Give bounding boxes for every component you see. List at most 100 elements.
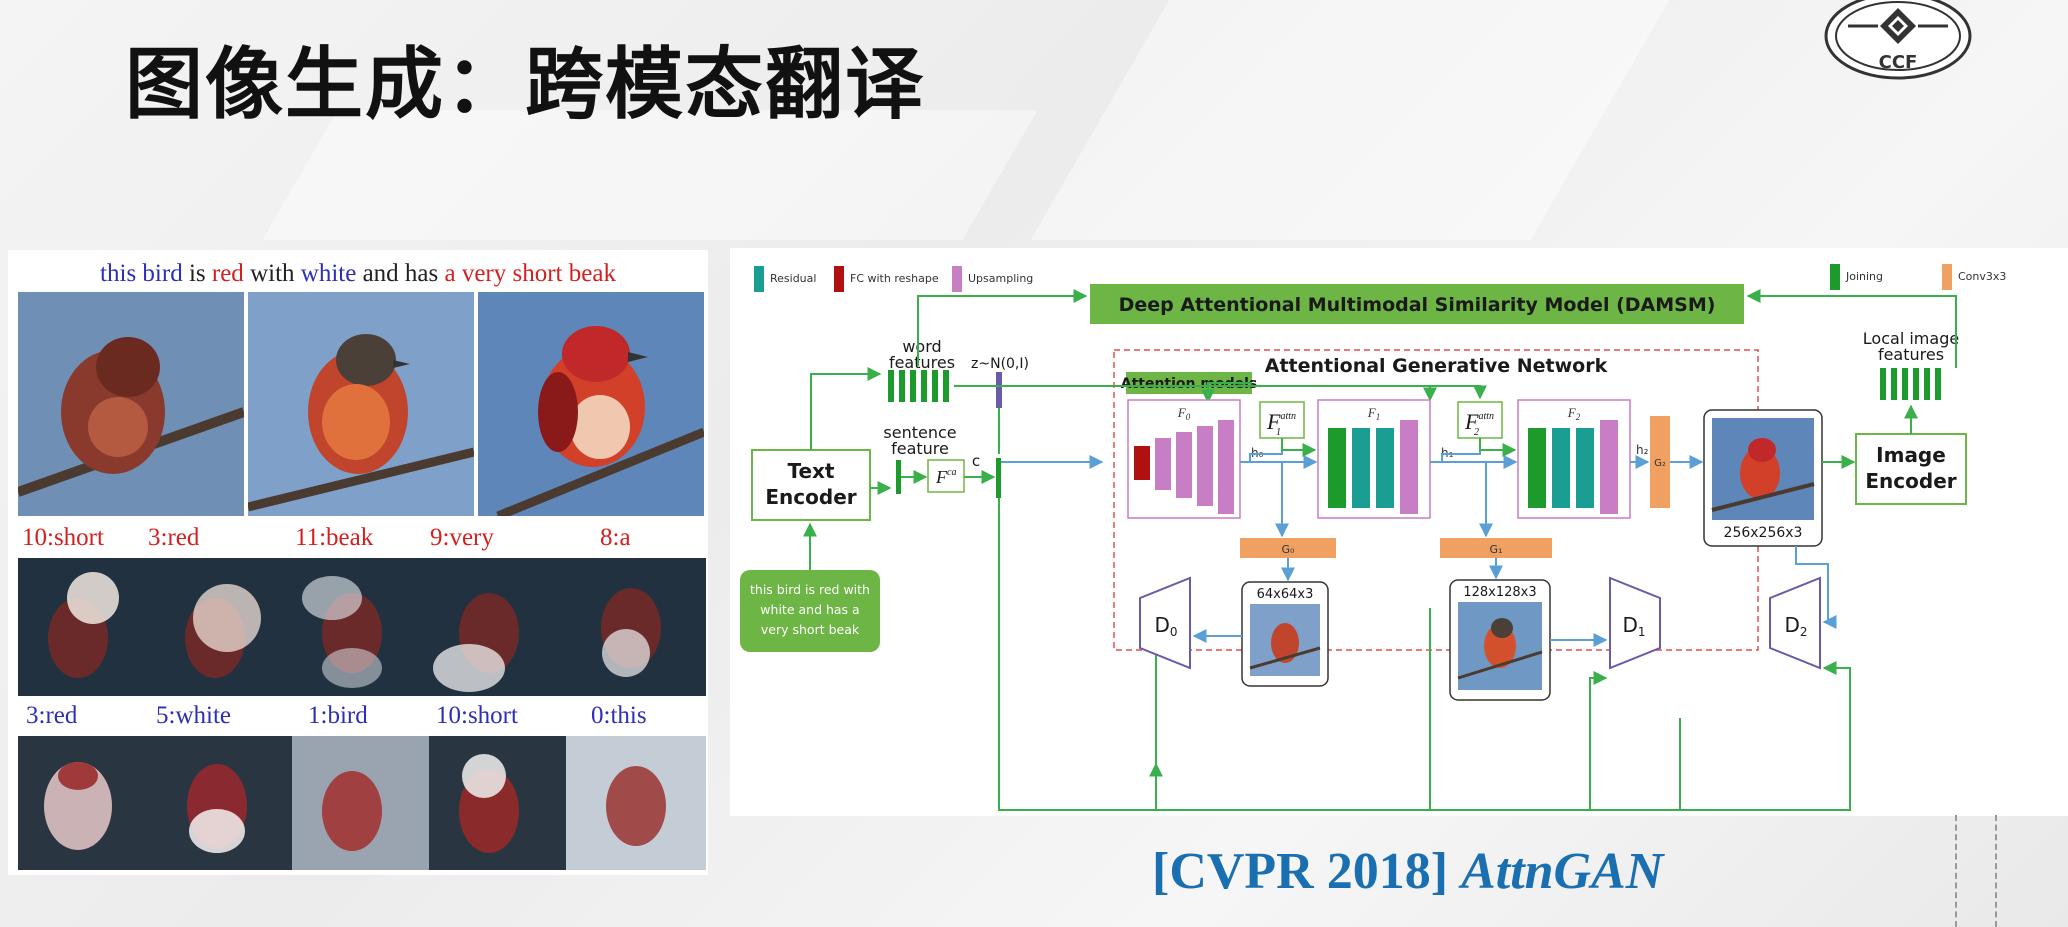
attention-word-label: 0:this <box>591 702 647 729</box>
citation-venue: [CVPR 2018] <box>1152 843 1449 900</box>
word-features-label: word <box>902 337 941 356</box>
h2-label: h₂ <box>1636 443 1649 457</box>
slide-title: 图像生成：跨模态翻译 <box>125 40 926 130</box>
caption-word: this bird <box>100 260 183 287</box>
upsampling-layer <box>1176 432 1192 498</box>
fca-label: Fca <box>935 467 956 487</box>
legend: Residual FC with reshape Upsampling Join… <box>754 264 2006 292</box>
attention-word-label: 3:red <box>26 702 78 729</box>
discriminator-d1 <box>1609 576 1661 670</box>
legend-residual-label: Residual <box>770 272 816 285</box>
legend-fc-swatch <box>834 266 844 292</box>
joining-layer <box>1328 428 1346 508</box>
residual-layer <box>1576 428 1594 508</box>
ccf-logo-text: CCF <box>1879 52 1918 73</box>
caption-word: a very short beak <box>444 260 616 287</box>
local-features-label: features <box>1878 345 1944 364</box>
g2-conv <box>1650 416 1670 508</box>
attention-visualization-panel: this bird is red with white and has a ve… <box>8 250 708 875</box>
sentence-feature-label: sentence <box>883 423 956 442</box>
image-encoder-label: Image <box>1876 443 1946 467</box>
fc-reshape-layer <box>1134 446 1150 480</box>
noise-bar <box>996 372 1002 408</box>
caption-word: red <box>211 260 244 287</box>
attention-map <box>48 572 119 678</box>
g1-label: G₁ <box>1490 543 1503 556</box>
upsampling-layer <box>1197 426 1213 506</box>
damsm-label: Deep Attentional Multimodal Similarity M… <box>1119 294 1716 316</box>
agn-label: Attentional Generative Network <box>1265 355 1608 377</box>
upsampling-layer <box>1400 420 1418 514</box>
bird-caption: this bird is red with white and has a ve… <box>8 260 708 288</box>
input-text-line: this bird is red with <box>750 582 870 597</box>
size-256-label: 256x256x3 <box>1724 525 1803 541</box>
local-feature-bars <box>1880 368 1941 400</box>
sentence-feature-label: feature <box>891 439 949 458</box>
d1-label: D1 <box>1622 613 1645 639</box>
f2-label: F2 <box>1567 405 1581 422</box>
decorative-dash <box>1995 815 1997 927</box>
generated-bird-64-image <box>18 292 244 516</box>
legend-residual-swatch <box>754 266 764 292</box>
legend-conv-label: Conv3x3 <box>1958 270 2006 283</box>
decorative-dash <box>1955 815 1957 927</box>
residual-layer <box>1552 428 1570 508</box>
f1-attn-box <box>1259 401 1305 439</box>
attention-models-box <box>1126 372 1252 394</box>
local-features-label: Local image <box>1863 329 1959 348</box>
attention-word-label: 3:red <box>148 524 200 551</box>
discriminator-d0 <box>1139 576 1191 670</box>
input-text-line: white and has a <box>760 602 859 617</box>
joining-layer <box>1528 428 1546 508</box>
legend-upsampling-swatch <box>952 266 962 292</box>
legend-upsampling-label: Upsampling <box>968 272 1033 285</box>
sentence-feature-bar <box>896 460 901 494</box>
attention-maps-row1 <box>18 558 706 696</box>
attngan-architecture-diagram: Residual FC with reshape Upsampling Join… <box>730 248 2068 816</box>
attention-maps-row2 <box>18 736 706 870</box>
image-encoder-label: Encoder <box>1865 469 1956 493</box>
size-64-label: 64x64x3 <box>1257 587 1314 602</box>
caption-word: with <box>243 260 301 287</box>
citation-model: AttnGAN <box>1461 843 1664 900</box>
damsm-box <box>1090 284 1744 324</box>
g0-conv <box>1240 538 1336 558</box>
legend-fc-label: FC with reshape <box>850 272 939 285</box>
residual-layer <box>1376 428 1394 508</box>
d0-label: D0 <box>1154 613 1177 639</box>
generated-bird-256-image <box>478 292 704 516</box>
upsampling-layer <box>1218 420 1234 514</box>
upsampling-layer <box>1600 420 1618 514</box>
citation: [CVPR 2018] AttnGAN <box>1152 842 1663 901</box>
attention-word-label: 8:a <box>600 524 631 551</box>
attention-word-label: 5:white <box>156 702 231 729</box>
residual-layer <box>1352 428 1370 508</box>
upsampling-layer <box>1155 438 1171 490</box>
legend-joining-swatch <box>1830 264 1840 290</box>
attention-word-label: 9:very <box>430 524 494 551</box>
caption-word: and has <box>356 260 445 287</box>
size-128-label: 128x128x3 <box>1463 585 1536 600</box>
attention-word-label: 10:short <box>22 524 104 551</box>
discriminator-d2 <box>1769 576 1821 670</box>
joining-bar <box>996 458 1001 498</box>
attention-models-label: Attention models <box>1121 376 1258 392</box>
legend-conv-swatch <box>1942 264 1952 290</box>
attention-word-label: 10:short <box>436 702 518 729</box>
d2-label: D2 <box>1784 613 1807 639</box>
background-shape <box>1030 0 1670 240</box>
f0-label: F0 <box>1177 405 1191 422</box>
legend-joining-label: Joining <box>1845 270 1883 283</box>
attention-word-label: 1:bird <box>308 702 368 729</box>
fca-box <box>927 459 965 493</box>
c-label: c <box>972 452 980 470</box>
attention-row2-labels: 3:red 5:white 1:bird 10:short 0:this <box>8 702 708 732</box>
text-encoder-label: Text <box>787 459 834 483</box>
caption-word: is <box>182 260 212 287</box>
noise-label: z~N(0,I) <box>971 356 1029 372</box>
text-encoder-label: Encoder <box>765 485 856 509</box>
g2-label: G₂ <box>1654 458 1666 469</box>
generated-bird-128-image <box>248 292 474 516</box>
